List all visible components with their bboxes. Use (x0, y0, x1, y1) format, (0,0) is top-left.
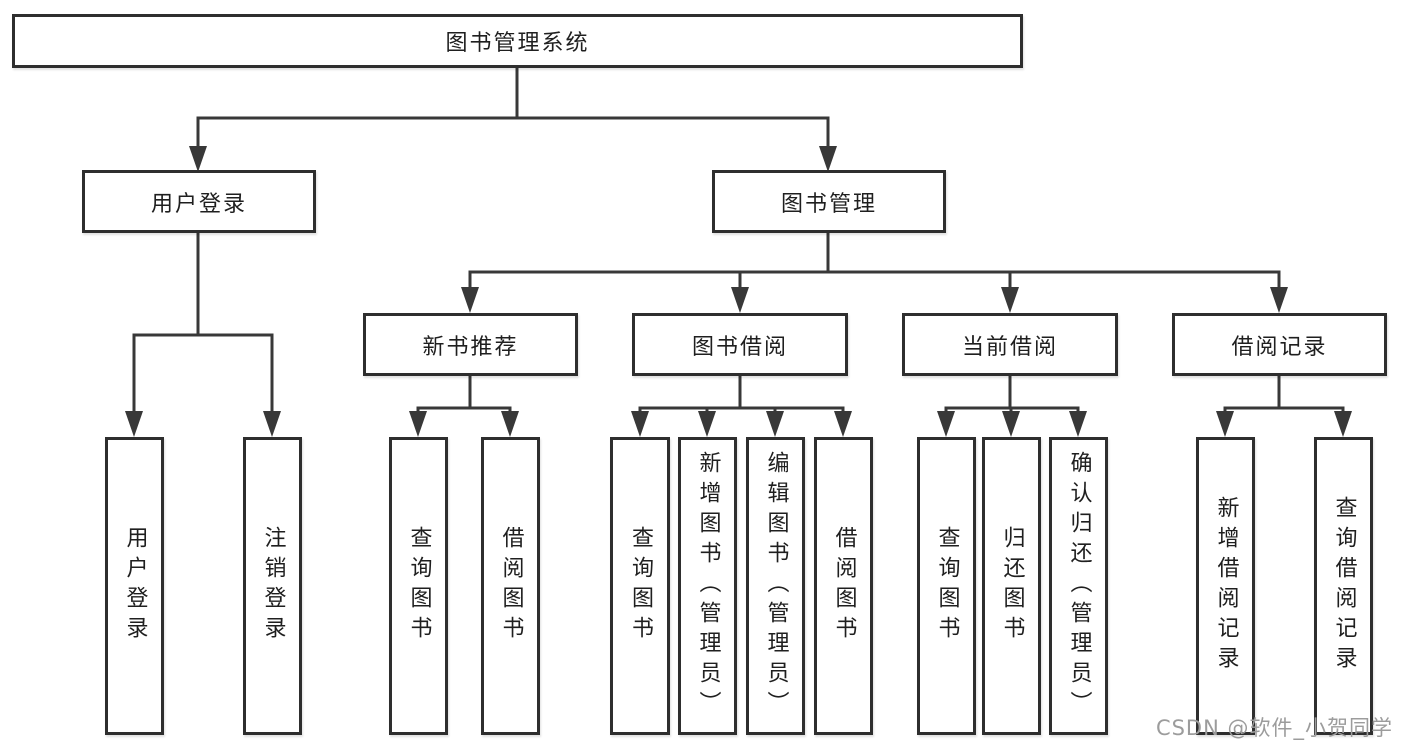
node-borrow-records-label: 借阅记录 (1231, 334, 1328, 360)
node-root-system: 图书管理系统 (12, 14, 1023, 68)
node-book-management-label: 图书管理 (780, 191, 877, 217)
leaf-edit-book-admin-label: 编辑图书（管理员） (763, 451, 789, 721)
leaf-return-book-label: 归还图书 (999, 526, 1025, 646)
leaf-borrow-book-recommend-label: 借阅图书 (498, 526, 524, 646)
leaf-query-book-current: 查询图书 (917, 437, 976, 735)
node-book-borrow-label: 图书借阅 (691, 334, 788, 360)
node-book-management: 图书管理 (712, 170, 946, 233)
leaf-borrow-book-recommend: 借阅图书 (481, 437, 540, 735)
node-borrow-records: 借阅记录 (1172, 313, 1387, 376)
leaf-borrow-book: 借阅图书 (814, 437, 873, 735)
leaf-add-borrow-record: 新增借阅记录 (1196, 437, 1255, 735)
arrowheads (125, 146, 1352, 437)
leaf-confirm-return-admin: 确认归还（管理员） (1049, 437, 1108, 735)
node-user-login-label: 用户登录 (150, 191, 247, 217)
leaf-query-borrow-record: 查询借阅记录 (1314, 437, 1373, 735)
leaf-add-book-admin: 新增图书（管理员） (678, 437, 737, 735)
leaf-logout: 注销登录 (243, 437, 302, 735)
leaf-return-book: 归还图书 (982, 437, 1041, 735)
leaf-logout-label: 注销登录 (260, 526, 286, 646)
leaf-borrow-book-label: 借阅图书 (831, 526, 857, 646)
leaf-query-borrow-record-label: 查询借阅记录 (1331, 496, 1357, 676)
csdn-watermark: CSDN @软件_小贺同学 (1155, 716, 1393, 740)
leaf-edit-book-admin: 编辑图书（管理员） (746, 437, 805, 735)
leaf-add-book-admin-label: 新增图书（管理员） (695, 451, 721, 721)
node-new-book-recommend: 新书推荐 (363, 313, 578, 376)
node-user-login: 用户登录 (82, 170, 316, 233)
leaf-add-borrow-record-label: 新增借阅记录 (1213, 496, 1239, 676)
node-current-borrow: 当前借阅 (902, 313, 1118, 376)
leaf-query-book-recommend: 查询图书 (389, 437, 448, 735)
node-book-borrow: 图书借阅 (632, 313, 848, 376)
leaf-user-login-label: 用户登录 (122, 526, 148, 646)
leaf-query-book-recommend-label: 查询图书 (406, 526, 432, 646)
leaf-confirm-return-admin-label: 确认归还（管理员） (1066, 451, 1092, 721)
node-root-system-label: 图书管理系统 (445, 31, 590, 56)
node-new-book-recommend-label: 新书推荐 (422, 334, 519, 360)
leaf-query-book-borrow-label: 查询图书 (628, 526, 653, 646)
leaf-user-login: 用户登录 (105, 437, 164, 735)
node-current-borrow-label: 当前借阅 (961, 334, 1058, 360)
leaf-query-book-borrow: 查询图书 (610, 437, 670, 735)
leaf-query-book-current-label: 查询图书 (934, 526, 960, 646)
